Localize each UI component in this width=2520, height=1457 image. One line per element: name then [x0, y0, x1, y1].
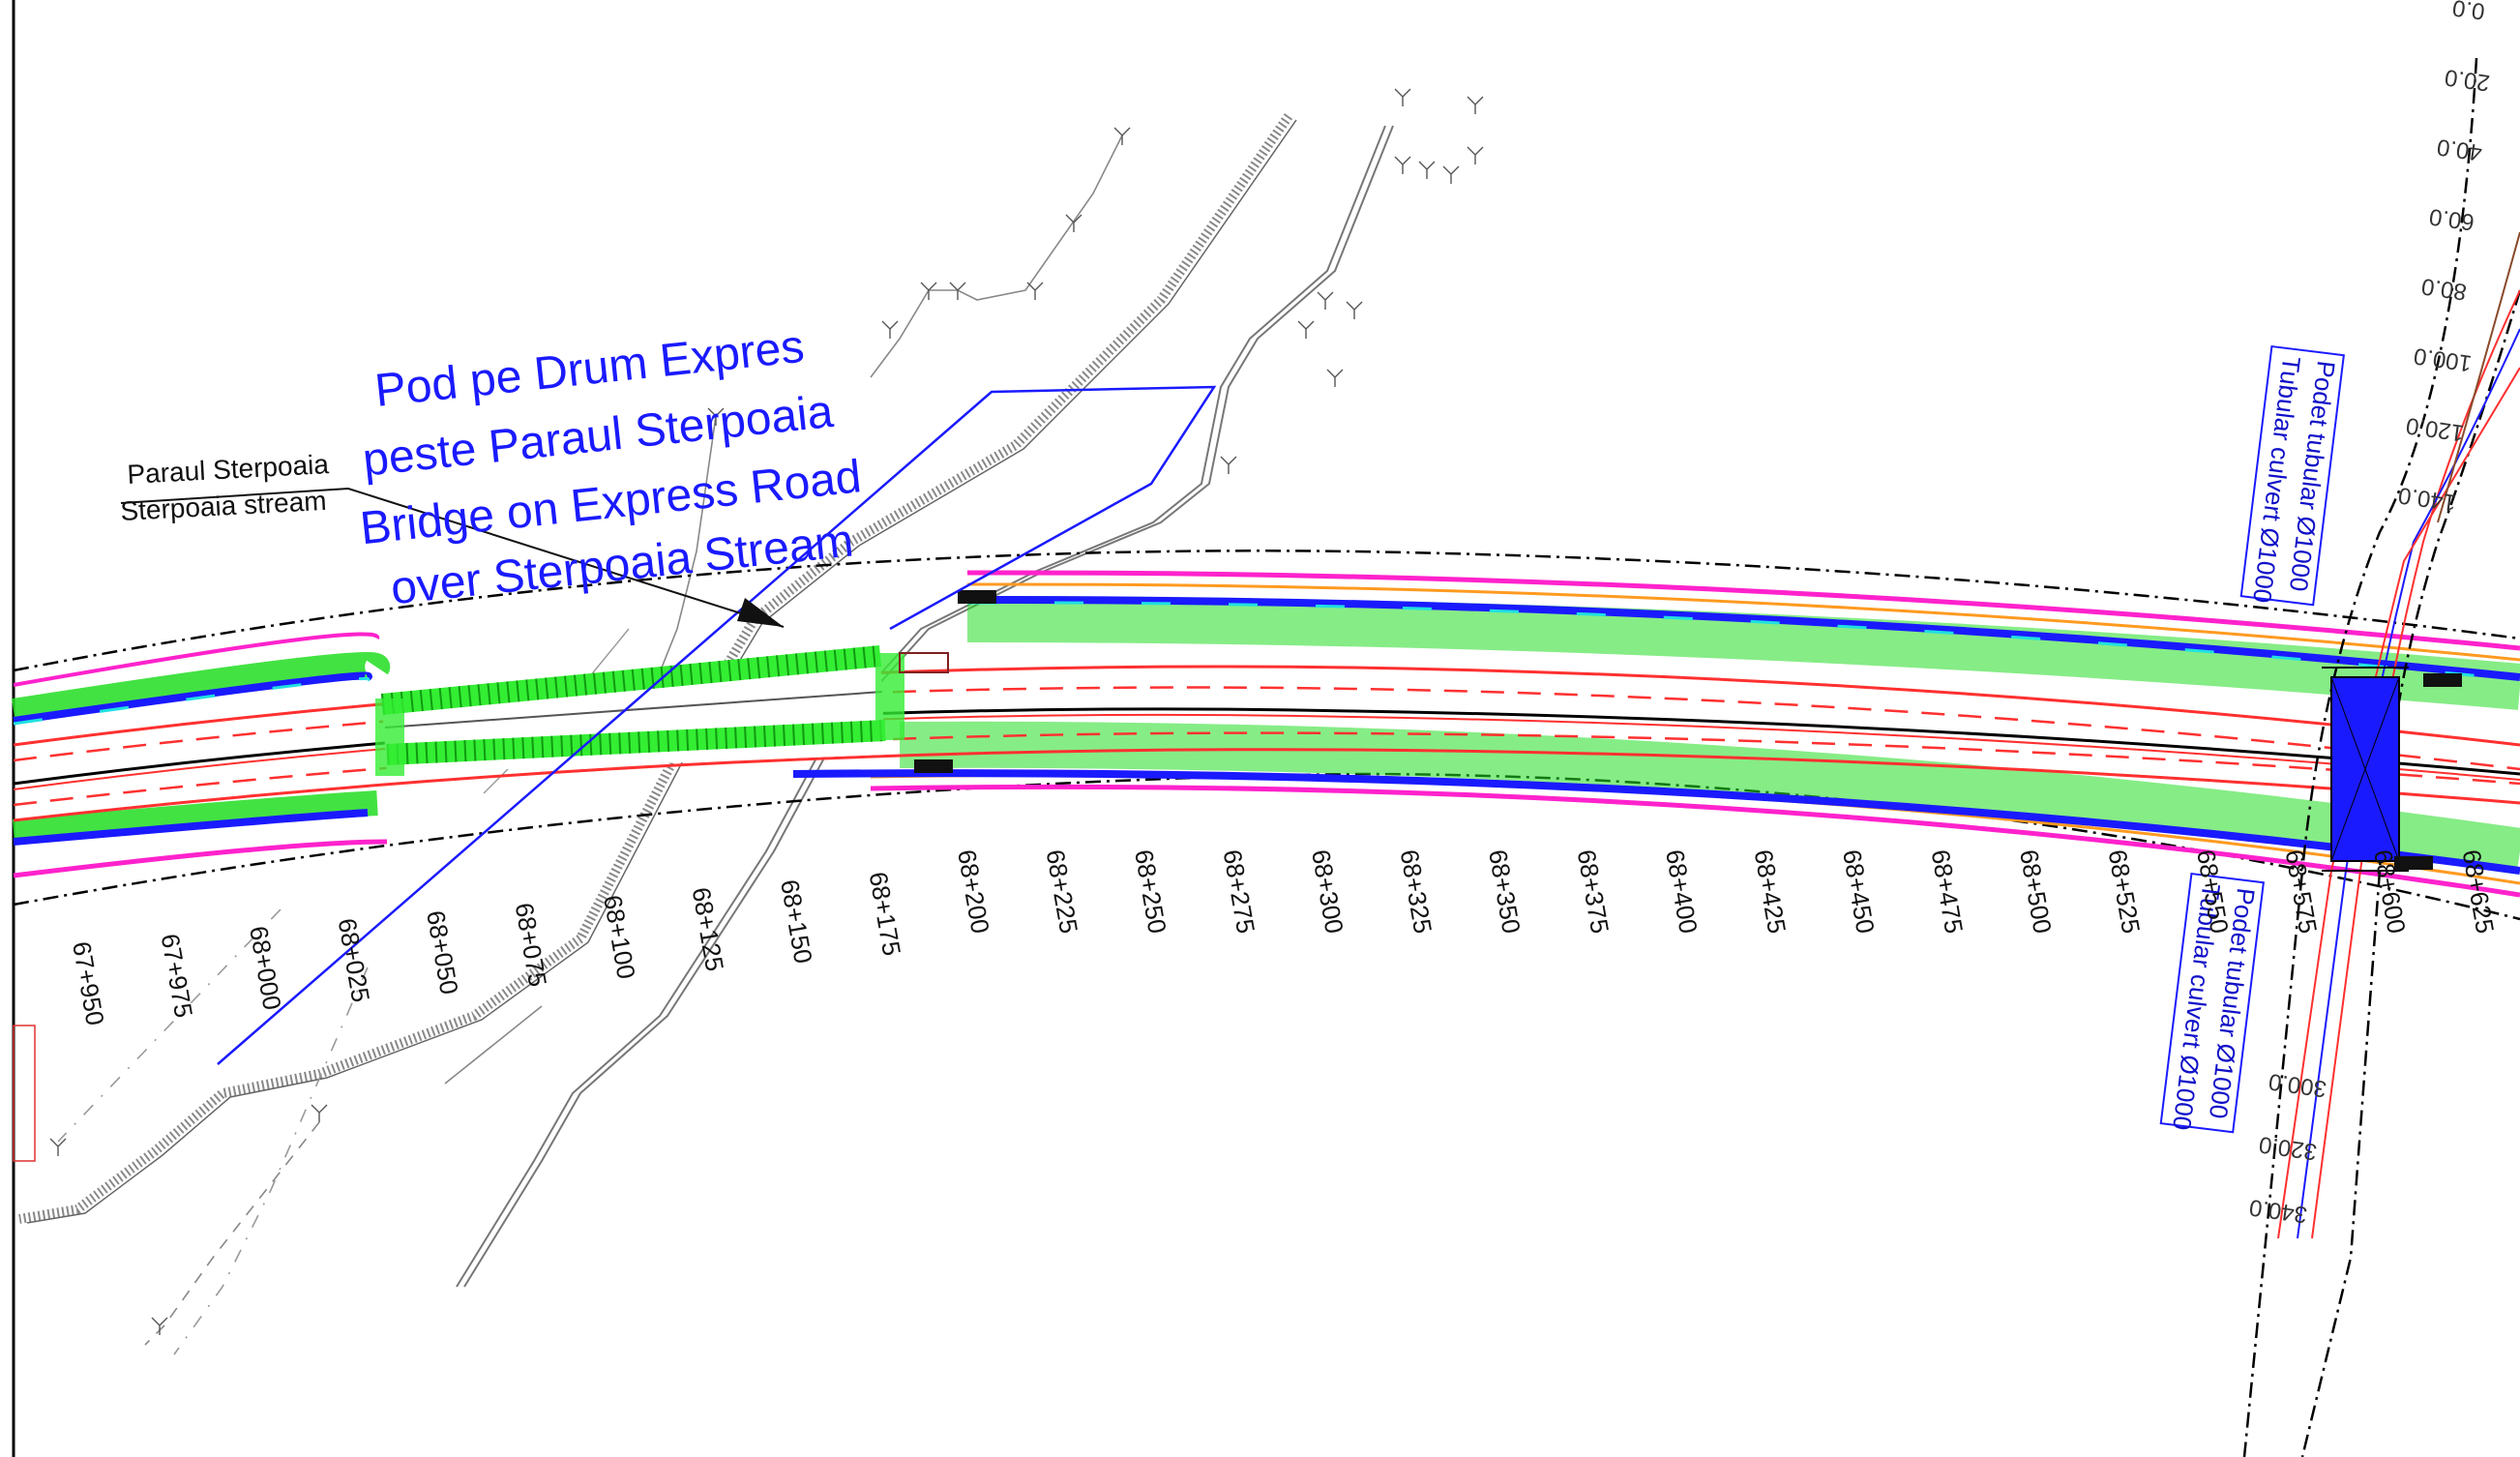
- chainage-label: 68+475: [1926, 847, 1970, 936]
- culvert-label-1-box: [2239, 344, 2345, 607]
- bridge-label: Pod pe Drum Expres peste Paraul Sterpoai…: [358, 321, 864, 615]
- stream-leader-line: [120, 487, 785, 628]
- chainage-label: 68+350: [1483, 847, 1527, 936]
- chainage-label: 68+175: [864, 870, 907, 958]
- culvert-label-2: Podet tubular Ø1000 Tubular culvert Ø100…: [2159, 872, 2265, 1134]
- road-signs: [914, 590, 2462, 870]
- bridge-leader-line: [217, 385, 1217, 1065]
- chainage-label: 68+000: [244, 924, 287, 1012]
- crossroad-offset-label: 0.0: [2450, 0, 2486, 24]
- chainage-label: 68+325: [1395, 847, 1438, 936]
- culvert-label-2-box: [2159, 872, 2265, 1134]
- chainage-label: 68+450: [1837, 847, 1881, 936]
- chainage-label: 68+050: [421, 908, 464, 996]
- crossroad-offset-label: 100.0: [2412, 342, 2473, 376]
- crossroad-offset-label: 20.0: [2443, 64, 2491, 96]
- chainage-label: 68+575: [2280, 847, 2324, 936]
- main-road: [12, 550, 2520, 921]
- arrow-head: [737, 598, 784, 627]
- chainage-label: 68+375: [1572, 847, 1616, 936]
- stream-label-ro: Paraul Sterpoaia: [127, 449, 330, 490]
- chainage-label: 68+275: [1218, 847, 1261, 936]
- chainage-label: 68+150: [775, 877, 818, 966]
- chainage-label: 68+500: [2014, 847, 2058, 936]
- chainage-label: 68+100: [598, 893, 641, 981]
- cross-road: [2242, 57, 2520, 1457]
- chainage-label: 68+125: [687, 885, 730, 973]
- stream-label-en: Sterpoaia stream: [120, 486, 328, 526]
- chainage-label: 68+400: [1660, 847, 1704, 936]
- crossroad-offset-label: 40.0: [2435, 134, 2483, 165]
- chainage-label: 68+425: [1749, 847, 1793, 936]
- chainage-label: 67+950: [67, 939, 110, 1027]
- chainage-label: 68+250: [1129, 847, 1172, 936]
- stream-label: Paraul Sterpoaia Sterpoaia stream: [120, 449, 330, 526]
- bridge-deck: [375, 645, 949, 776]
- chainage-label: 68+075: [510, 901, 553, 989]
- crossroad-offset-label: 320.0: [2257, 1131, 2318, 1165]
- crossroad-offset-label: 120.0: [2404, 412, 2465, 446]
- crossroad-offset-label: 340.0: [2247, 1194, 2308, 1228]
- terrain-features: [13, 88, 1484, 1355]
- culvert-label-1: Podet tubular Ø1000 Tubular culvert Ø100…: [2239, 344, 2345, 607]
- chainage-label: 68+200: [952, 847, 995, 936]
- chainage-label: 68+525: [2103, 847, 2147, 936]
- crossroad-offset-label: 60.0: [2427, 203, 2476, 235]
- chainage-label: 68+225: [1041, 847, 1084, 936]
- chainage-label: 68+300: [1306, 847, 1349, 936]
- chainage-label: 67+975: [156, 932, 199, 1020]
- crossroad-offset-label: 80.0: [2419, 273, 2468, 305]
- annotations: [120, 385, 1217, 1065]
